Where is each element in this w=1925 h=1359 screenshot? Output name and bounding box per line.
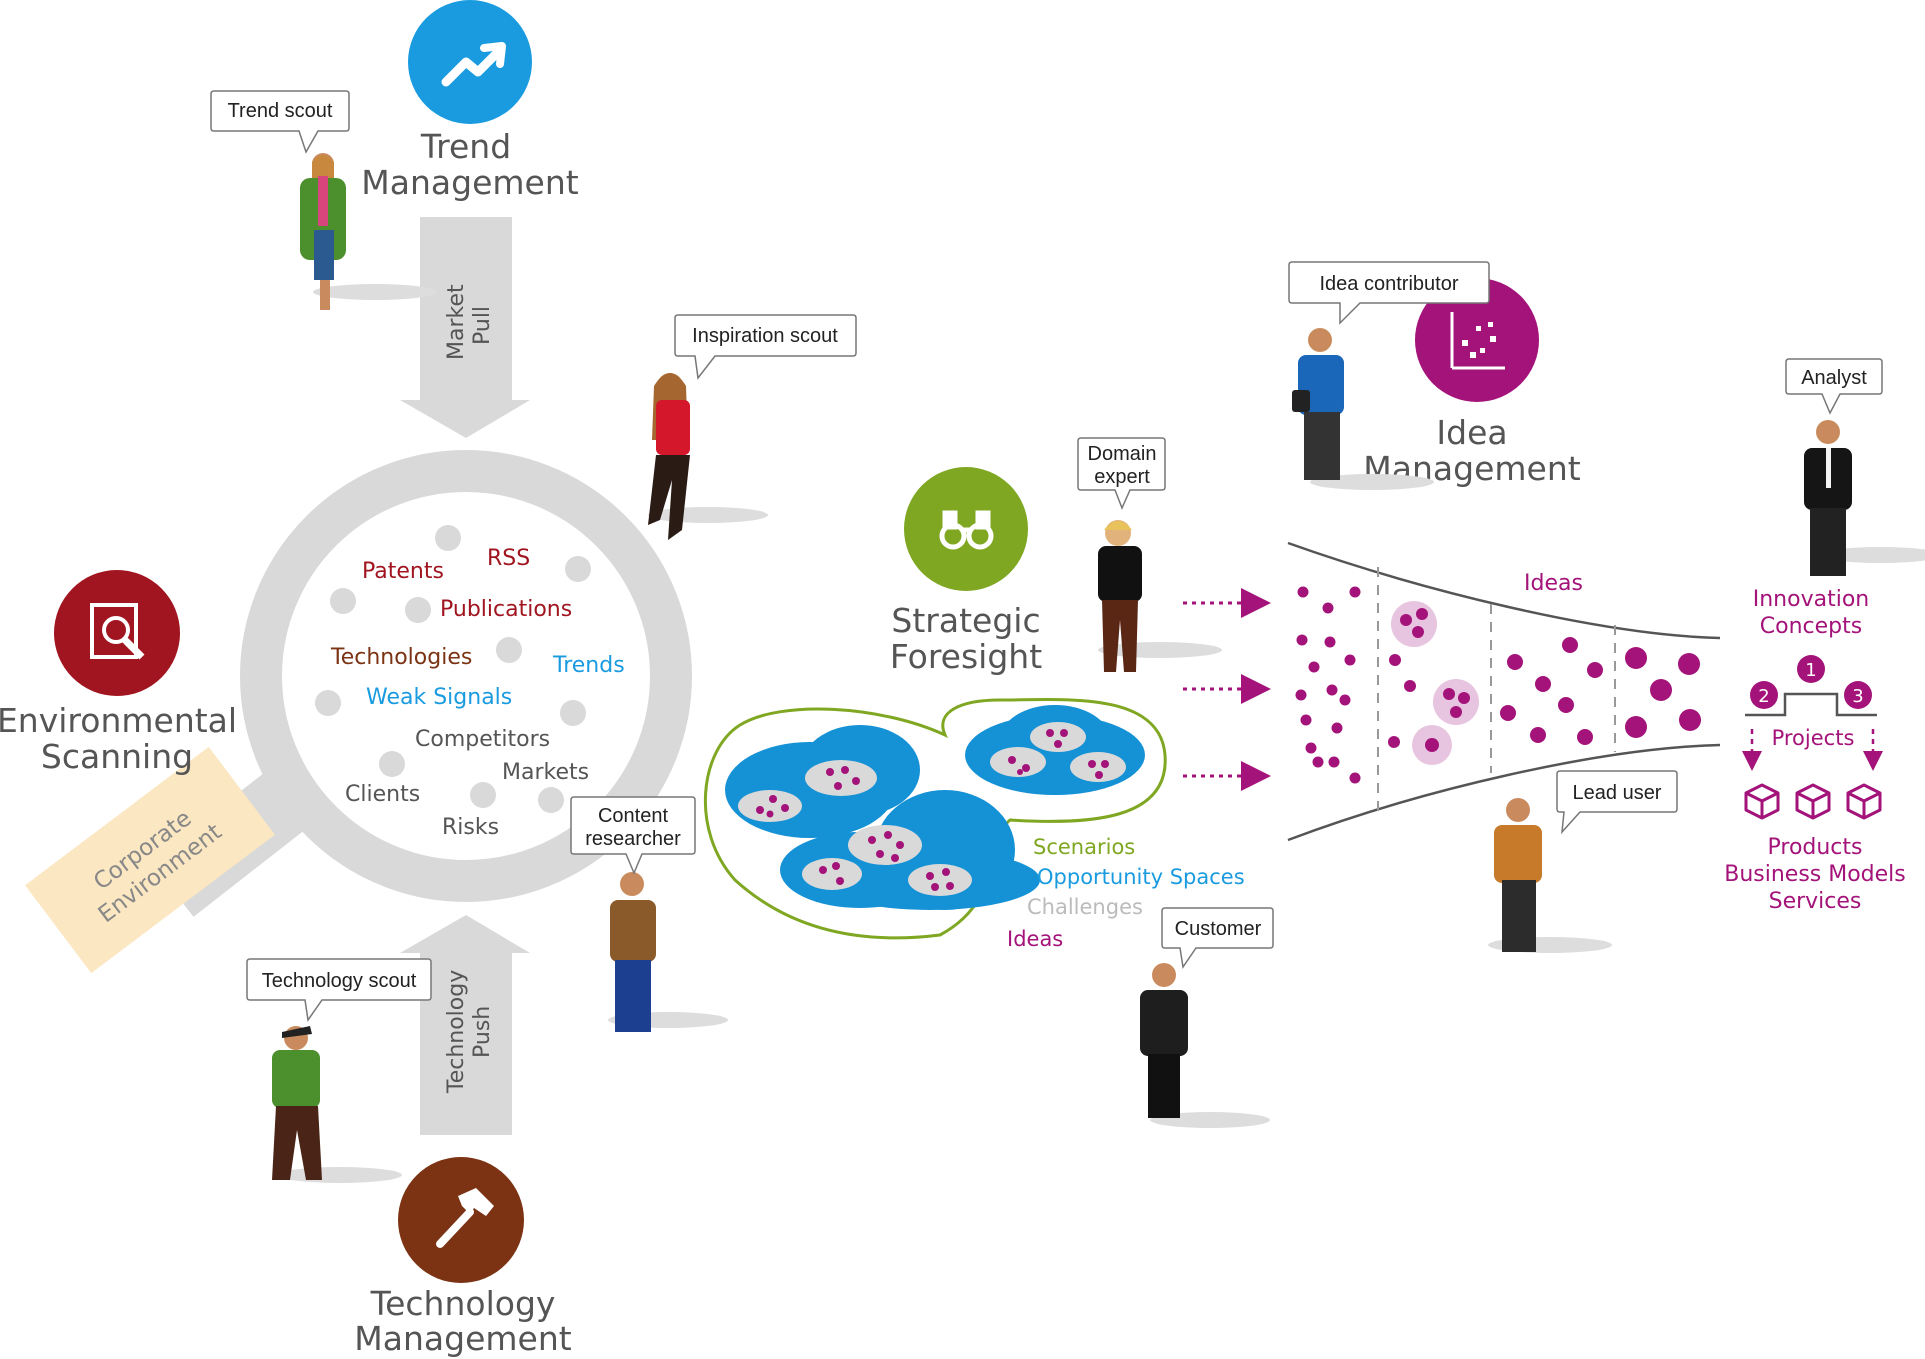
cube-icon bbox=[1795, 783, 1831, 820]
person-inspiration-scout bbox=[648, 373, 768, 540]
trend-management-section: Trend Management bbox=[361, 0, 579, 202]
svg-text:1: 1 bbox=[1805, 660, 1816, 681]
binoculars-icon bbox=[939, 510, 994, 550]
svg-text:2: 2 bbox=[1758, 686, 1769, 707]
business-models-label: Business Models bbox=[1724, 862, 1906, 887]
cloud-legend-challenges: Challenges bbox=[1027, 895, 1143, 919]
idea-management-section: Idea Management bbox=[1363, 278, 1581, 488]
step-line bbox=[1745, 692, 1877, 717]
strategic-foresight-section: Strategic Foresight bbox=[890, 467, 1042, 676]
step-badge-2: 2 bbox=[1750, 681, 1778, 709]
technology-push-arrow: Technology Push bbox=[400, 915, 530, 1135]
products-label: Products bbox=[1768, 835, 1863, 860]
scenario-cloud-group bbox=[703, 697, 1167, 940]
person-content-researcher bbox=[608, 872, 728, 1032]
svg-text:expert: expert bbox=[1094, 466, 1150, 488]
idea-title-1: Idea bbox=[1436, 413, 1507, 452]
magnifier-document-icon bbox=[90, 603, 145, 660]
corporate-environment-tag: Corporate Environment bbox=[25, 746, 275, 974]
technology-title-2: Management bbox=[354, 1319, 571, 1358]
bubble-domain-expert: Domain expert bbox=[1077, 437, 1166, 510]
cloud-legend-scenarios: Scenarios bbox=[1033, 835, 1135, 859]
bubble-customer: Customer bbox=[1161, 907, 1274, 969]
lens-word-competitors: Competitors bbox=[415, 727, 550, 752]
trend-arrow-icon bbox=[441, 42, 506, 87]
svg-text:Lead user: Lead user bbox=[1573, 782, 1662, 804]
lens-word-publications: Publications bbox=[440, 597, 572, 622]
lens-word-risks: Risks bbox=[442, 815, 499, 840]
trend-title-1: Trend bbox=[420, 127, 511, 166]
bubble-analyst: Analyst bbox=[1785, 358, 1883, 415]
person-customer bbox=[1140, 963, 1270, 1128]
bubble-idea-contributor: Idea contributor bbox=[1288, 261, 1490, 325]
trend-title-2: Management bbox=[361, 163, 578, 202]
lens-word-patents: Patents bbox=[362, 559, 444, 584]
outputs-column: Innovation Concepts 1 2 3 Projects bbox=[1724, 587, 1906, 914]
idea-funnel: Ideas bbox=[1287, 541, 1721, 842]
technology-management-section: Technology Management bbox=[354, 1157, 572, 1358]
svg-text:Customer: Customer bbox=[1175, 918, 1262, 940]
person-domain-expert bbox=[1098, 520, 1222, 672]
step-badge-1: 1 bbox=[1797, 655, 1825, 683]
technology-push-label-2: Push bbox=[470, 1006, 495, 1058]
market-pull-arrow: Market Pull bbox=[400, 217, 530, 438]
bubble-trend-scout: Trend scout bbox=[210, 90, 350, 154]
person-analyst bbox=[1804, 420, 1925, 576]
person-lead-user bbox=[1488, 798, 1612, 953]
funnel-label-ideas: Ideas bbox=[1524, 571, 1583, 596]
svg-text:Inspiration scout: Inspiration scout bbox=[692, 325, 838, 347]
lens-word-clients: Clients bbox=[345, 782, 420, 807]
cloud-legend-opportunity: Opportunity Spaces bbox=[1037, 865, 1245, 889]
svg-text:Trend scout: Trend scout bbox=[228, 100, 333, 122]
step-badge-3: 3 bbox=[1844, 681, 1872, 709]
product-cubes bbox=[1744, 783, 1882, 820]
person-idea-contributor bbox=[1292, 328, 1434, 490]
environmental-scanning-section: Environmental Scanning bbox=[0, 570, 237, 776]
market-pull-label-2: Pull bbox=[470, 306, 495, 345]
svg-text:researcher: researcher bbox=[585, 828, 681, 850]
technology-push-label-1: Technology bbox=[444, 970, 469, 1094]
scatter-chart-icon bbox=[1450, 312, 1505, 370]
environmental-title-2: Scanning bbox=[41, 737, 193, 776]
technology-title-1: Technology bbox=[370, 1284, 556, 1323]
cube-icon bbox=[1846, 783, 1882, 820]
cube-icon bbox=[1744, 783, 1780, 820]
svg-text:Technology scout: Technology scout bbox=[262, 970, 417, 992]
hammer-icon bbox=[436, 1188, 494, 1248]
person-technology-scout bbox=[272, 1026, 402, 1183]
idea-management-circle bbox=[1415, 278, 1539, 402]
person-trend-scout bbox=[300, 153, 437, 310]
bubble-inspiration-scout: Inspiration scout bbox=[674, 314, 857, 380]
lens-word-trends: Trends bbox=[552, 653, 625, 678]
lens-word-technologies: Technologies bbox=[330, 645, 472, 670]
lens-dots bbox=[315, 525, 591, 813]
svg-text:Content: Content bbox=[598, 805, 668, 827]
svg-text:Domain: Domain bbox=[1088, 443, 1157, 465]
environmental-scanning-circle bbox=[54, 570, 180, 696]
lens-word-markets: Markets bbox=[502, 760, 589, 785]
market-pull-label-1: Market bbox=[444, 284, 469, 360]
svg-text:3: 3 bbox=[1852, 686, 1863, 707]
innovation-label-1: Innovation bbox=[1753, 587, 1869, 612]
innovation-label-2: Concepts bbox=[1760, 614, 1862, 639]
funnel-input-arrows bbox=[1183, 588, 1271, 791]
bubble-content-researcher: Content researcher bbox=[570, 796, 696, 875]
foresight-title-1: Strategic bbox=[891, 601, 1040, 640]
services-label: Services bbox=[1769, 889, 1862, 914]
environmental-title-1: Environmental bbox=[0, 701, 237, 740]
lens-word-weak-signals: Weak Signals bbox=[366, 685, 512, 710]
bubble-technology-scout: Technology scout bbox=[246, 958, 432, 1022]
foresight-title-2: Foresight bbox=[890, 637, 1042, 676]
svg-text:Idea contributor: Idea contributor bbox=[1320, 273, 1459, 295]
projects-label: Projects bbox=[1772, 726, 1855, 750]
green-outline bbox=[703, 697, 1167, 940]
svg-text:Analyst: Analyst bbox=[1801, 367, 1867, 389]
bubble-lead-user: Lead user bbox=[1556, 770, 1678, 835]
cloud-legend-ideas: Ideas bbox=[1007, 927, 1063, 951]
lens-word-rss: RSS bbox=[487, 546, 530, 571]
